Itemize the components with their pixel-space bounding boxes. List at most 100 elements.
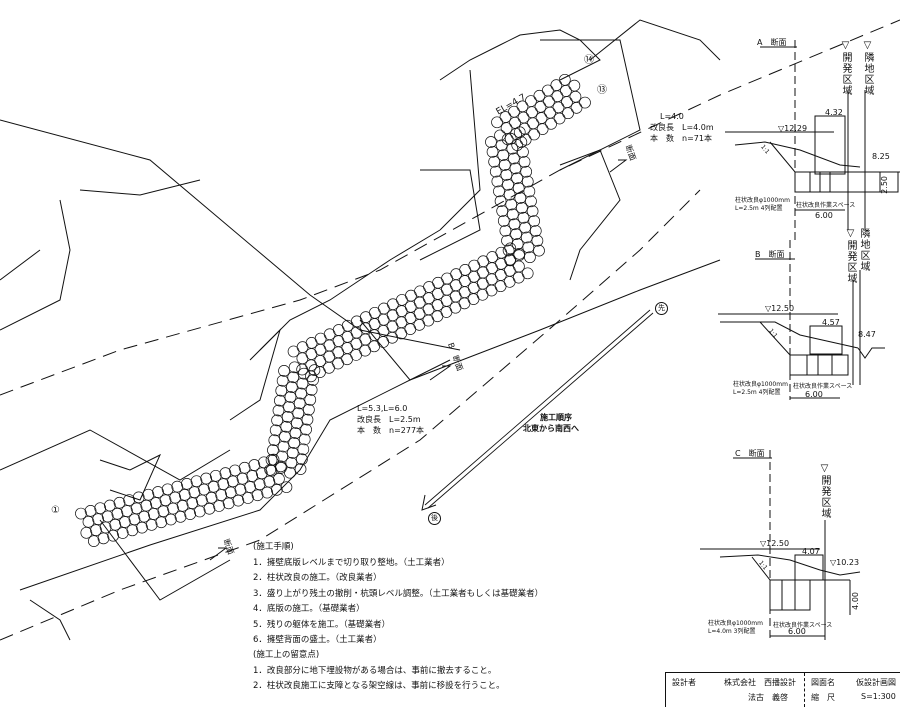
pile-circle	[499, 111, 512, 123]
pile-circle	[496, 205, 509, 217]
pile-circle	[303, 403, 315, 416]
end-mark: 後	[428, 512, 441, 525]
section-a-pile-note1: 柱状改良φ1000mm	[735, 197, 790, 204]
pile-circle	[515, 136, 528, 148]
designer-person: 法古 義啓	[748, 693, 788, 702]
pile-circle	[533, 89, 546, 102]
section-b-space-note: 柱状改良作業スペース	[793, 383, 853, 390]
pile-circle	[145, 519, 158, 531]
section-c-pile-note1: 柱状改良φ1000mm	[708, 620, 763, 627]
pile-circle	[207, 480, 220, 493]
section-b-width: 6.00	[805, 390, 823, 399]
pile-circle	[126, 524, 139, 537]
pile-circle	[171, 480, 184, 493]
pile-circle	[255, 467, 268, 480]
pile-circle	[521, 175, 534, 188]
pile-circle	[188, 486, 201, 499]
pile-circle	[209, 469, 222, 482]
pile-circle	[304, 393, 317, 406]
pile-circle	[289, 427, 302, 439]
pile-circle	[111, 507, 124, 520]
pile-circle	[301, 413, 314, 426]
procedure-step: 3．盛り上がり残土の撤削・杭頭レベル調整。（土工業者もしくは基礎業者）	[253, 588, 544, 599]
pile-circle	[140, 499, 153, 512]
pile-circle	[513, 260, 525, 273]
pile-circle	[502, 178, 514, 191]
pile-circle	[274, 394, 286, 407]
pile-circle	[263, 475, 276, 488]
pile-circle	[203, 502, 216, 515]
pile-circle	[543, 95, 555, 108]
pile-circle	[511, 172, 523, 185]
section-a-space-note: 柱状改良作業スペース	[796, 202, 856, 209]
pile-circle	[516, 100, 529, 113]
pile-circle	[84, 505, 97, 517]
pile-circle	[272, 404, 285, 417]
section-a-level-top: ▽12.29	[778, 124, 808, 133]
pile-circle	[552, 101, 565, 114]
pile-circle	[271, 414, 283, 427]
pile-circle	[534, 101, 547, 113]
pile-circle	[128, 513, 141, 526]
section-c-zone1: ▽開発区域	[819, 463, 830, 519]
drawing-name: 仮設計画図	[856, 678, 896, 687]
section-c-space-note: 柱状改良作業スペース	[773, 622, 833, 629]
section-a-width: 6.00	[815, 211, 833, 220]
section-c-width-top: 4.07	[802, 547, 820, 556]
pile-circle	[502, 244, 515, 257]
pile-circle	[531, 234, 544, 247]
pile-circle	[219, 467, 232, 479]
pile-circle	[528, 128, 540, 141]
designer-label: 設計者	[672, 678, 696, 687]
pile-circle	[244, 481, 256, 493]
section-b-level-low: 8.47	[858, 330, 876, 339]
scale-label: 縮 尺	[811, 693, 835, 702]
pile-circle	[506, 208, 519, 221]
pile-circle	[520, 231, 533, 244]
section-b-drawing	[718, 240, 885, 400]
pile-circle	[508, 218, 521, 231]
pile-circle	[536, 123, 549, 135]
pile-circle	[198, 483, 210, 496]
pile-circle	[261, 486, 274, 499]
pile-circle	[169, 491, 181, 504]
pile-circle	[92, 513, 104, 525]
procedure-step: 4．底版の施工。（基礎業者）	[253, 604, 365, 614]
pile-circle	[293, 397, 306, 410]
pile-circle	[213, 500, 225, 512]
pile-circle	[551, 90, 564, 103]
pile-circle	[232, 494, 245, 507]
pile-circle	[525, 195, 537, 208]
pile-circle	[511, 139, 524, 151]
pile-circle	[294, 463, 307, 475]
pile-circle	[270, 484, 283, 496]
pile-circle	[489, 165, 502, 178]
pile-circle	[277, 440, 290, 453]
pile-circle	[522, 241, 535, 254]
start-mark: 先	[655, 302, 668, 315]
pile-number-1: ①	[51, 505, 60, 516]
pile-circle	[494, 129, 506, 142]
pile-circle	[550, 79, 563, 91]
section-a-pile-note2: L=2.5m 4列配置	[735, 205, 783, 212]
pile-circle	[200, 472, 212, 485]
pile-circle	[517, 111, 530, 124]
pile-circle	[224, 486, 237, 499]
pile-circle	[113, 496, 126, 509]
pile-circle	[286, 447, 299, 459]
pile-circle	[184, 508, 197, 520]
pile-circle	[157, 505, 170, 518]
pile-circle	[513, 248, 526, 260]
pile-circle	[298, 433, 311, 446]
drawing-name-label: 図面名	[811, 678, 835, 687]
designer-company: 株式会社 西播設計	[724, 678, 796, 687]
order-title: 施工順序	[540, 413, 572, 422]
pile-circle	[495, 139, 508, 152]
pile-circle	[276, 450, 288, 463]
section-b-pile-note2: L=2.5m 4列配置	[733, 389, 781, 396]
pile-circle	[222, 497, 235, 510]
pile-circle	[152, 486, 164, 498]
pile-circle	[518, 122, 531, 135]
pile-circle	[517, 146, 529, 158]
pile-circle	[283, 401, 295, 413]
